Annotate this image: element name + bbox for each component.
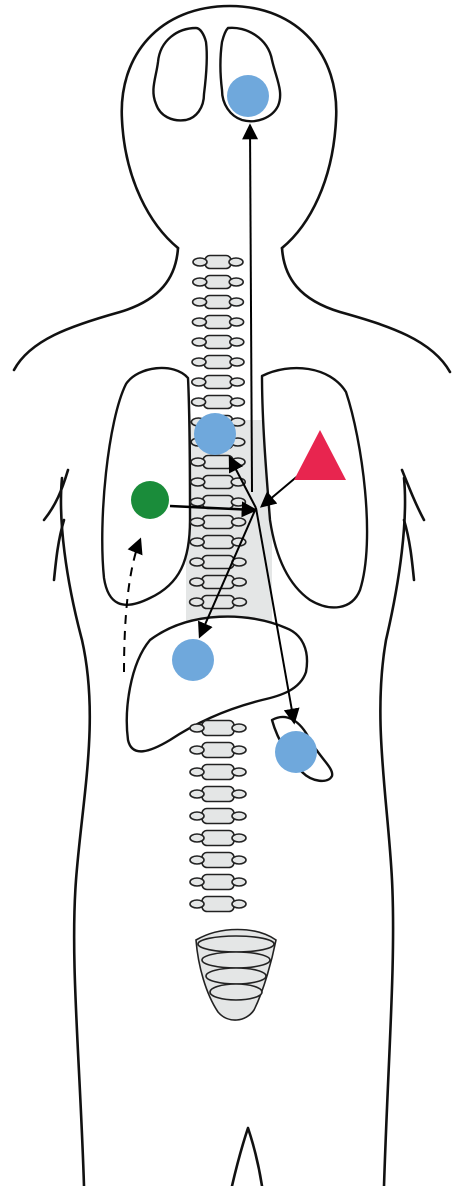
- vertebra-process: [232, 746, 246, 754]
- vertebra: [204, 336, 232, 349]
- vertebra-process: [232, 900, 246, 908]
- spine-metastasis-dot: [194, 413, 236, 455]
- vertebra-process: [230, 318, 244, 326]
- liver-metastasis-dot: [172, 639, 214, 681]
- vertebra-process: [232, 834, 246, 842]
- vertebra-process: [190, 558, 204, 566]
- vertebra-process: [193, 298, 207, 306]
- sacrum-segment: [206, 968, 266, 984]
- vertebra: [203, 476, 233, 489]
- vertebra: [202, 516, 233, 529]
- vertebra-process: [232, 856, 246, 864]
- vertebra: [202, 596, 235, 609]
- vertebra-process: [192, 318, 206, 326]
- vertebra-process: [190, 768, 204, 776]
- vertebra: [205, 276, 231, 289]
- vertebra: [202, 576, 234, 589]
- brain-left-hemisphere: [153, 28, 206, 120]
- vertebra: [202, 721, 234, 736]
- vertebra: [205, 256, 231, 269]
- vertebra: [204, 396, 233, 409]
- vertebra-process: [229, 298, 243, 306]
- left-arm-edge: [44, 470, 68, 580]
- vertebra-process: [192, 338, 206, 346]
- vertebra: [202, 536, 234, 549]
- vertebra: [203, 456, 233, 469]
- vertebra-process: [229, 278, 243, 286]
- vertebra: [202, 831, 234, 846]
- vertebra-process: [231, 498, 245, 506]
- left-lung: [262, 368, 367, 607]
- leg-split: [232, 1128, 262, 1186]
- vertebra: [202, 875, 234, 890]
- sacrum-segment: [202, 952, 270, 968]
- vertebra: [202, 897, 234, 912]
- vertebra-process: [230, 398, 244, 406]
- vertebra-process: [192, 398, 206, 406]
- vertebra: [205, 296, 232, 309]
- green-nodule-dot: [131, 481, 169, 519]
- vertebra-process: [230, 358, 244, 366]
- vertebra-process: [192, 358, 206, 366]
- vertebra-process: [230, 338, 244, 346]
- vertebra-process: [232, 878, 246, 886]
- vertebra-process: [232, 812, 246, 820]
- vertebra-process: [190, 790, 204, 798]
- vertebra-process: [193, 258, 207, 266]
- vertebra: [204, 376, 232, 389]
- vertebra: [202, 765, 234, 780]
- sacrum-segment: [198, 936, 274, 952]
- vertebra-process: [232, 724, 246, 732]
- vertebra: [204, 356, 232, 369]
- vertebra-process: [190, 856, 204, 864]
- vertebra-process: [192, 378, 206, 386]
- vertebra-process: [190, 878, 204, 886]
- vertebra-process: [232, 538, 246, 546]
- vertebra-process: [232, 578, 246, 586]
- vertebra: [202, 743, 234, 758]
- vertebra-process: [191, 458, 205, 466]
- vertebra-process: [232, 598, 246, 606]
- brain-metastasis-dot: [227, 75, 269, 117]
- vertebra-process: [229, 258, 243, 266]
- vertebra-process: [191, 498, 205, 506]
- vertebra-process: [190, 746, 204, 754]
- vertebra: [204, 316, 231, 329]
- vertebra-process: [190, 724, 204, 732]
- vertebra-process: [230, 378, 244, 386]
- vertebra-process: [232, 768, 246, 776]
- vertebra: [202, 787, 234, 802]
- adrenal-metastasis-dot: [275, 731, 317, 773]
- vertebra-process: [193, 278, 207, 286]
- sacrum-segment: [210, 984, 262, 1000]
- vertebra-process: [232, 518, 246, 526]
- vertebra-process: [191, 478, 205, 486]
- vertebra-process: [190, 834, 204, 842]
- vertebra-process: [190, 538, 204, 546]
- vertebra-process: [190, 518, 204, 526]
- vertebra-process: [190, 578, 204, 586]
- vertebra-process: [232, 790, 246, 798]
- vertebra-process: [190, 598, 204, 606]
- vertebra: [202, 853, 234, 868]
- vertebra-process: [190, 812, 204, 820]
- vertebra: [202, 556, 234, 569]
- vertebra: [202, 809, 234, 824]
- vertebra-process: [190, 900, 204, 908]
